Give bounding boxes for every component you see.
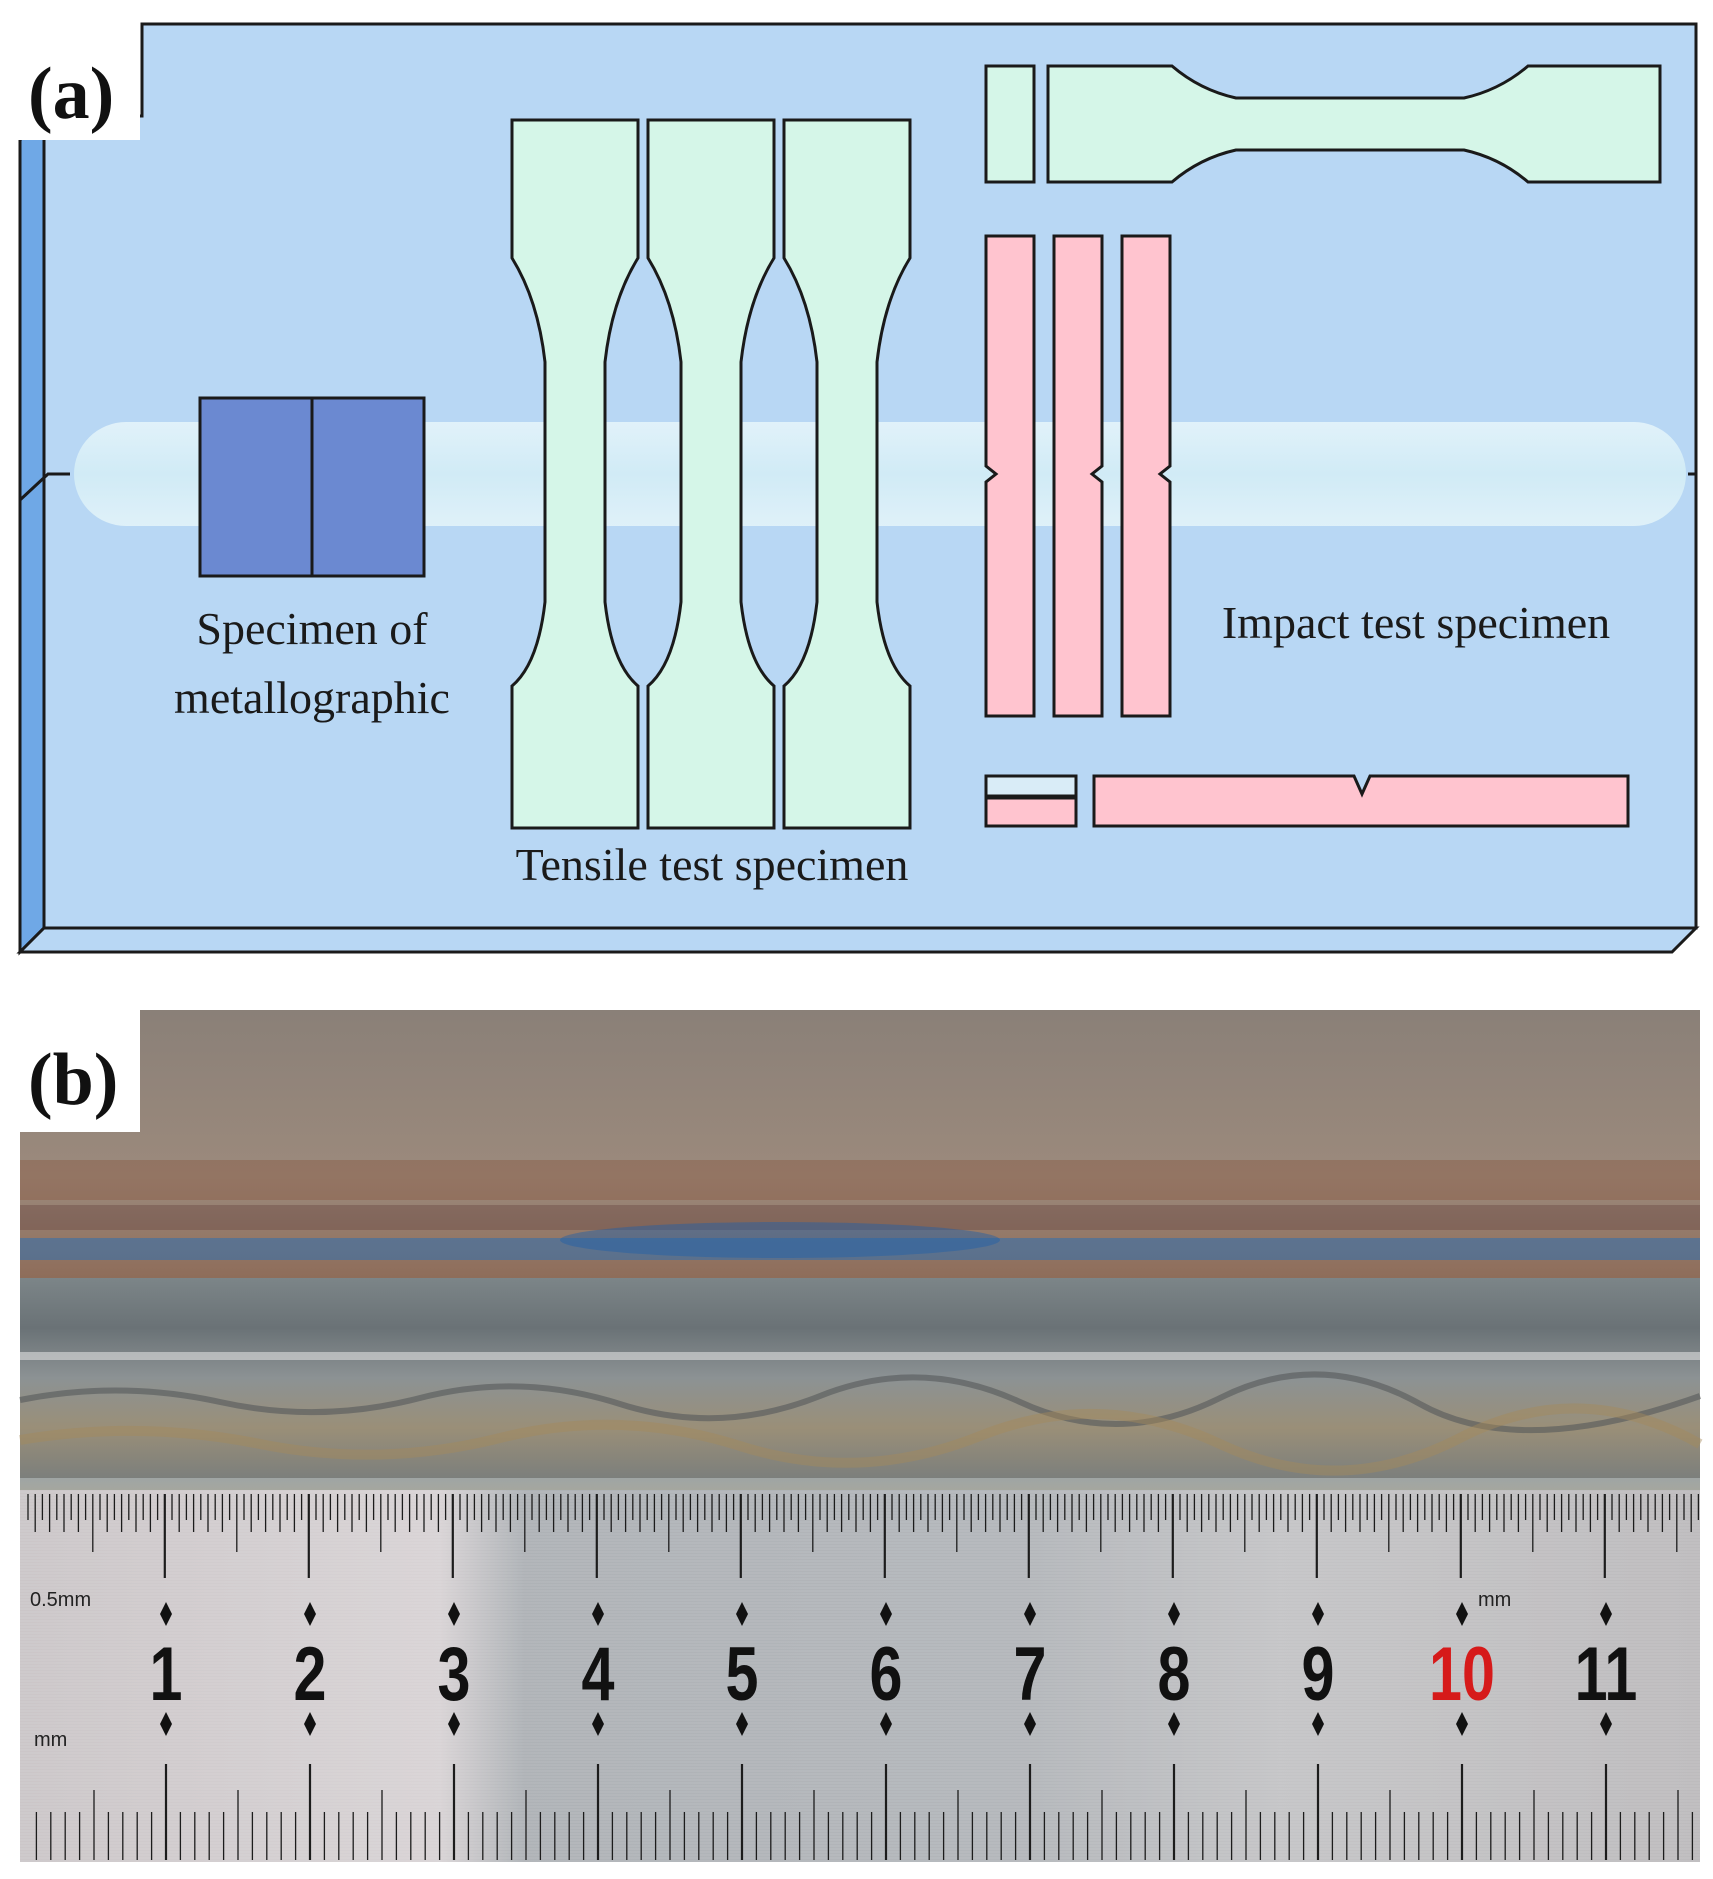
impact-label: Impact test specimen	[1222, 597, 1610, 648]
ruler-number: 3	[438, 1632, 471, 1717]
ruler-numbers: 1 2 3 4 5 6 7 8 9 10 11	[150, 1632, 1638, 1717]
ruler-marker	[1312, 1602, 1324, 1626]
panel-b: (b) 1 2 3 4 5 6 7 8 9 10 11 0.5mm mm mm	[0, 1010, 1703, 1862]
ruler-marker	[1168, 1602, 1180, 1626]
plate-bottom-edge	[16, 926, 1700, 954]
ruler-ticks-bottom	[35, 1764, 1694, 1860]
ruler-number: 10	[1429, 1632, 1495, 1717]
weld-seam	[74, 422, 1686, 526]
ruler-marker	[1024, 1712, 1036, 1736]
ruler-marker	[1168, 1712, 1180, 1736]
ruler-marker	[592, 1602, 604, 1626]
ruler-marker	[448, 1712, 460, 1736]
panel-a-label: (a)	[28, 53, 114, 135]
metallographic-label-line1: Specimen of	[196, 603, 428, 654]
ruler-marker	[736, 1602, 748, 1626]
panel-b-label: (b)	[28, 1039, 118, 1121]
ruler-number: 6	[870, 1632, 903, 1717]
ruler-marker	[160, 1602, 172, 1626]
ruler-number: 7	[1014, 1632, 1047, 1717]
ruler-marker	[880, 1712, 892, 1736]
impact-specimen-1	[984, 234, 1036, 718]
ruler-unit-top-right: mm	[1478, 1589, 1511, 1611]
ruler-ticks-top	[27, 1494, 1700, 1578]
ruler-number: 5	[726, 1632, 759, 1717]
ruler-marker	[1456, 1712, 1468, 1736]
ruler-number: 4	[582, 1632, 615, 1717]
ruler-marker	[736, 1712, 748, 1736]
ruler-number: 1	[150, 1632, 183, 1717]
weld-photo	[19, 1010, 1703, 1490]
ruler-marker	[304, 1602, 316, 1626]
ruler-unit-bottom-left: mm	[34, 1729, 67, 1751]
ruler-marker	[1456, 1602, 1468, 1626]
ruler-number: 11	[1575, 1632, 1638, 1717]
ruler-number: 9	[1302, 1632, 1335, 1717]
ruler-marker	[160, 1712, 172, 1736]
panel-a: (a) Specimen of metallographic Tensile t…	[0, 20, 1700, 956]
plate-left-edge	[18, 112, 46, 956]
ruler-unit-top-left: 0.5mm	[30, 1589, 91, 1611]
ruler-number: 8	[1158, 1632, 1191, 1717]
tensile-specimen-3	[782, 118, 912, 830]
ruler-marker	[1600, 1602, 1612, 1626]
tensile-specimen-1	[510, 118, 640, 830]
tensile-specimen-horizontal	[984, 64, 1662, 184]
ruler-marker	[880, 1602, 892, 1626]
groove-mark	[18, 472, 70, 502]
impact-specimen-2	[1052, 234, 1104, 718]
ruler: 1 2 3 4 5 6 7 8 9 10 11 0.5mm mm mm	[20, 1490, 1700, 1862]
ruler-marker	[448, 1602, 460, 1626]
tensile-specimens	[510, 118, 912, 830]
metallographic-label-line2: metallographic	[174, 672, 450, 723]
ruler-markers	[160, 1602, 1612, 1736]
weld-bead	[20, 1278, 1700, 1478]
metallographic-specimen	[198, 396, 426, 578]
ruler-marker	[1024, 1602, 1036, 1626]
ruler-marker	[592, 1712, 604, 1736]
ruler-marker	[304, 1712, 316, 1736]
ruler-number: 2	[294, 1632, 327, 1717]
impact-specimen-horizontal	[984, 774, 1630, 828]
impact-specimen-3	[1120, 234, 1172, 718]
ruler-marker	[1312, 1712, 1324, 1736]
tensile-label: Tensile test specimen	[516, 839, 909, 890]
impact-specimens	[984, 234, 1172, 718]
ruler-marker	[1600, 1712, 1612, 1736]
tensile-specimen-2	[646, 118, 776, 830]
